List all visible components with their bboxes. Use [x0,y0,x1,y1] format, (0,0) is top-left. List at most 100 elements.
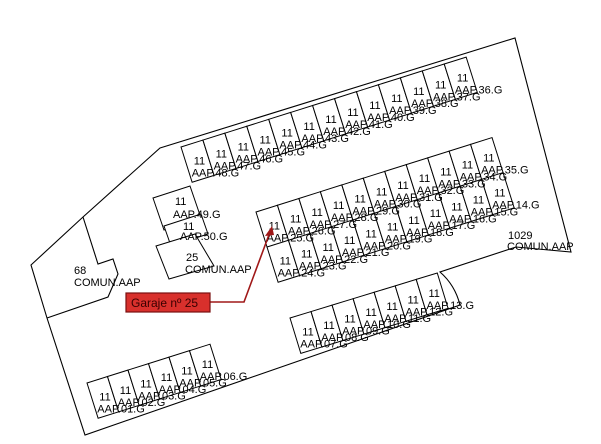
space-50-code: 11 [183,221,194,233]
space-code: 11 [281,128,292,140]
space-code: 11 [99,392,110,404]
space-label: AAP.30.G [374,199,422,211]
space-label: AAP.36.G [455,84,503,96]
space-label: AAP.15.G [471,207,519,219]
space-label: AAP.32.G [417,185,465,197]
space-label: AAP.04.G [159,384,207,396]
space-label: AAP.05.G [179,378,227,390]
space-50-label: AAP.50.G [180,231,228,243]
parking-space[interactable] [443,56,478,100]
space-code: 11 [365,307,376,319]
common-area-25-outline [155,233,215,280]
space-code: 11 [302,327,313,339]
small-spaces-49-50 [152,185,209,247]
space-label: AAP.24.G [278,267,326,279]
space-code: 11 [312,207,323,219]
space-code: 11 [462,160,473,172]
space-code: 11 [260,135,271,147]
space-label: AAP.13.G [427,300,475,312]
space-code: 11 [161,372,172,384]
space-label: AAP.19.G [385,234,433,246]
space-code: 11 [323,242,334,254]
space-code: 11 [238,142,249,154]
space-code: 11 [369,100,380,112]
space-label: AAP.18.G [406,227,454,239]
space-label: AAP.07.G [300,339,348,351]
space-code: 11 [347,107,358,119]
space-code: 11 [376,187,387,199]
space-code: 11 [333,200,344,212]
parking-space[interactable] [188,343,222,387]
parking-space[interactable] [480,171,515,216]
space-code: 11 [120,385,131,397]
space-code: 11 [181,366,192,378]
space-code: 11 [323,320,334,332]
space-label: AAP.43.G [301,133,349,145]
common-1029-label: COMUN.AAP [507,241,574,253]
space-label: AAP.33.G [438,178,486,190]
space-code: 11 [325,114,336,126]
space-label: AAP.03.G [138,391,186,403]
callout-box [125,292,211,313]
space-code: 11 [457,72,468,84]
common-area-68-outline [46,216,119,319]
space-label: AAP.09.G [342,326,390,338]
space-label: AAP.22.G [321,254,369,266]
space-label: AAP.06.G [200,371,248,383]
space-label: AAP.34.G [460,172,508,184]
space-label: AAP.11.G [384,313,431,325]
space-label: AAP.20.G [363,240,411,252]
space-label: AAP.08.G [321,332,369,344]
space-code: 11 [344,314,355,326]
space-label: AAP.28.G [331,212,379,224]
space-49-code: 11 [175,196,186,208]
space-label: AAP.21.G [342,247,390,259]
plot-boundary [30,37,572,436]
space-label: AAP.01.G [97,404,145,416]
space-labels: 11AAP.48.G11AAP.47.G11AAP.46.G11AAP.45.G… [97,72,539,415]
common-68-code: 68 [74,265,86,277]
space-label: AAP.27.G [310,219,358,231]
space-label: AAP.12.G [406,306,454,318]
space-code: 11 [494,188,505,200]
space-49-label: AAP.49.G [173,209,221,221]
callout-leader-line [210,231,271,303]
space-code: 11 [386,301,397,313]
space-code: 11 [429,288,440,300]
space-code: 11 [408,294,419,306]
space-label: AAP.37.G [433,91,481,103]
space-label: AAP.14.G [492,200,539,212]
space-label: AAP.17.G [428,220,476,232]
space-code: 11 [303,121,314,133]
space-label: AAP.16.G [449,213,497,225]
common-25-code: 25 [186,252,198,264]
space-label: AAP.25.G [267,232,315,244]
space-code: 11 [290,214,301,226]
space-code: 11 [301,249,312,261]
space-code: 11 [140,379,151,391]
common-25-label: COMUN.AAP [185,264,252,276]
space-code: 11 [473,195,484,207]
space-label: AAP.10.G [363,319,411,331]
space-code: 11 [397,180,408,192]
space-code: 11 [451,201,462,213]
garage-25-callout[interactable]: Garaje nº 25 [125,226,274,313]
space-label: AAP.35.G [481,165,528,177]
space-code: 11 [280,255,291,267]
space-code: 11 [413,86,424,98]
space-label: AAP.38.G [411,98,459,110]
space-code: 11 [194,155,205,167]
space-code: 11 [483,153,494,165]
space-label: AAP.31.G [395,192,443,204]
space-code: 11 [269,220,280,232]
space-label: AAP.29.G [352,205,400,217]
space-label: AAP.47.G [214,160,262,172]
space-label: AAP.39.G [389,105,437,117]
callout-label: Garaje nº 25 [131,296,198,310]
common-68-label: COMUN.AAP [74,277,141,289]
space-label: AAP.40.G [367,112,415,124]
space-label: AAP.44.G [279,140,327,152]
parking-space[interactable] [415,272,449,316]
common-1029-code: 1029 [508,230,532,242]
callout-arrowhead [265,226,274,236]
